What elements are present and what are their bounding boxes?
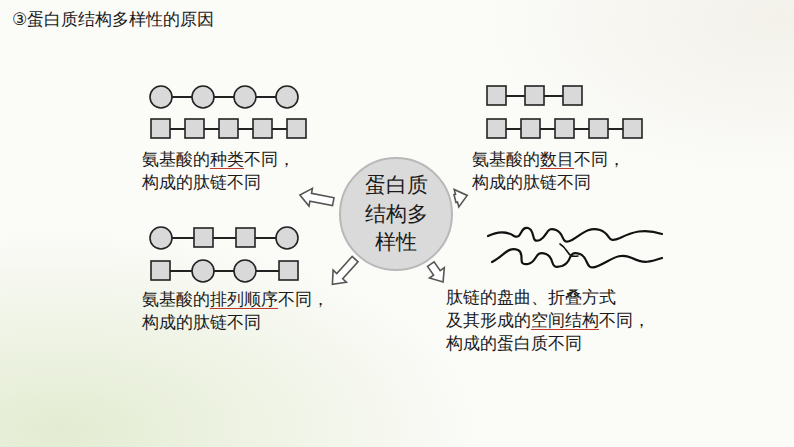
amino-acid-circle (234, 86, 256, 108)
caption-text: 肽链的盘曲、折叠方式及其形成的空间结构不同，构成的蛋白质不同 (446, 286, 650, 355)
chain-bond (160, 270, 288, 272)
amino-acid-square (521, 119, 540, 138)
amino-acid-circle (150, 227, 172, 249)
amino-acid-square (287, 119, 306, 138)
amino-acid-square (487, 86, 506, 105)
hollow-arrow (454, 190, 467, 207)
amino-acid-square (525, 86, 544, 105)
center-circle: 蛋白质结构多样性 (339, 157, 453, 271)
amino-acid-circle (234, 260, 256, 282)
chain-bond (161, 237, 287, 239)
coiled-chain (492, 249, 662, 267)
amino-acid-square (151, 119, 170, 138)
amino-acid-square (236, 228, 255, 247)
amino-acid-square (555, 119, 574, 138)
caption-block: 氨基酸的排列顺序不同，构成的肽链不同 (142, 288, 329, 334)
amino-acid-square (151, 261, 170, 280)
hollow-arrow (300, 188, 334, 206)
amino-acid-square (253, 119, 272, 138)
caption-text: 氨基酸的排列顺序不同，构成的肽链不同 (142, 288, 329, 334)
amino-acid-square (623, 119, 642, 138)
folded-chain (560, 244, 578, 256)
coiled-chain (488, 228, 662, 242)
center-label: 蛋白质结构多样性 (365, 171, 428, 256)
amino-acid-circle (150, 86, 172, 108)
amino-acid-square (185, 119, 204, 138)
chain-bond (161, 96, 287, 98)
hollow-arrow (332, 257, 358, 285)
amino-acid-circle (192, 86, 214, 108)
amino-acid-square (279, 261, 298, 280)
amino-acid-circle (192, 260, 214, 282)
amino-acid-square (194, 228, 213, 247)
caption-text: 氨基酸的数目不同，构成的肽链不同 (472, 148, 625, 194)
slide-title: ③蛋白质结构多样性的原因 (12, 8, 214, 31)
amino-acid-square (487, 119, 506, 138)
caption-block: 氨基酸的种类不同，构成的肽链不同 (142, 148, 295, 194)
amino-acid-square (219, 119, 238, 138)
amino-acid-square (589, 119, 608, 138)
caption-text: 氨基酸的种类不同，构成的肽链不同 (142, 148, 295, 194)
caption-block: 肽链的盘曲、折叠方式及其形成的空间结构不同，构成的蛋白质不同 (446, 286, 650, 355)
caption-block: 氨基酸的数目不同，构成的肽链不同 (472, 148, 625, 194)
amino-acid-circle (276, 86, 298, 108)
hollow-arrow (428, 262, 445, 282)
amino-acid-square (563, 86, 582, 105)
amino-acid-circle (276, 227, 298, 249)
